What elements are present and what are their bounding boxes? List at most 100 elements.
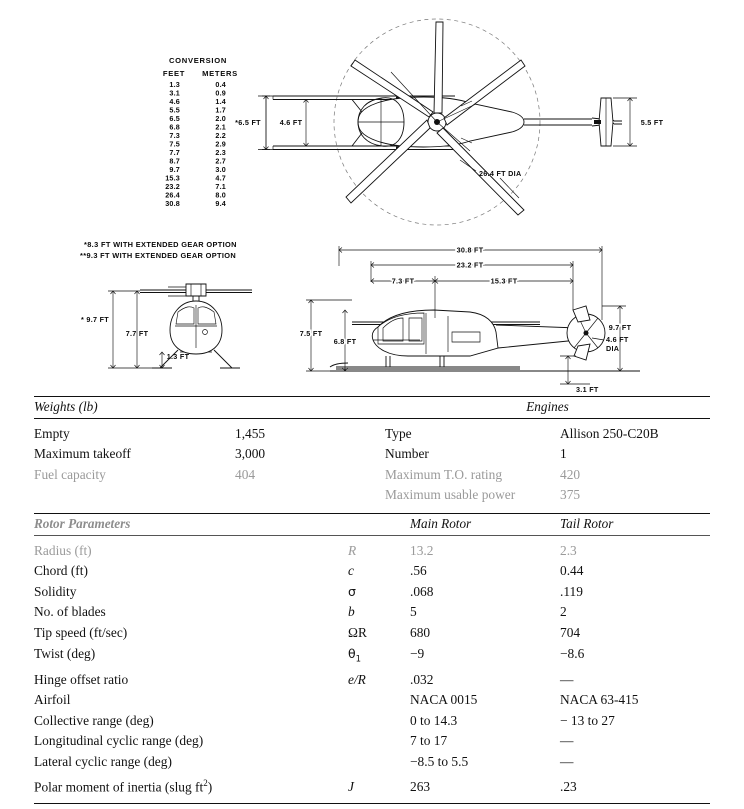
side-view-drawing: 30.8 FT 23.2 FT 7.3 FT 15.3 FT 7.5 FT bbox=[298, 244, 640, 394]
side-window-front bbox=[382, 317, 404, 342]
tail-rotor-shaft bbox=[614, 120, 622, 125]
front-window-right bbox=[197, 306, 217, 325]
rotor-main-4: 680 bbox=[410, 624, 431, 640]
note-line-2: **9.3 FT WITH EXTENDED GEAR OPTION bbox=[80, 251, 236, 260]
side-skid-strut-front bbox=[385, 356, 391, 367]
weights-empty-value bbox=[235, 485, 385, 506]
table-row: Hinge offset ratio e/R .032 — bbox=[34, 670, 710, 691]
side-panel bbox=[451, 331, 481, 343]
dim-leader-46dia bbox=[591, 337, 605, 341]
top-view-drawing: *6.5 FT 4.6 FT 5.5 FT 26.4 FT DIA bbox=[235, 18, 663, 226]
conversion-feet-13: 26.4 bbox=[165, 191, 180, 200]
rotor-main-3: 5 bbox=[410, 604, 417, 620]
conversion-meters-1: 0.9 bbox=[215, 89, 226, 98]
dim-side-tail-height: 9.7 FT bbox=[602, 305, 633, 372]
rotor-tail-1: 0.44 bbox=[560, 563, 584, 579]
dim-label-mast-to-tail: 15.3 FT bbox=[491, 277, 518, 286]
engines-label-1: Number bbox=[385, 446, 429, 462]
rotor-tail-0: 2.3 bbox=[560, 542, 577, 558]
front-rotor-grip bbox=[168, 286, 186, 297]
conversion-feet-8: 7.7 bbox=[169, 148, 180, 157]
dim-side-overall-length: 30.8 FT bbox=[338, 244, 603, 320]
weights-value-1: 3,000 bbox=[235, 446, 266, 462]
conversion-feet-1: 3.1 bbox=[169, 89, 180, 98]
conversion-meters-5: 2.1 bbox=[215, 123, 226, 132]
rotor-label-11: Polar moment of inertia (slug ft2) bbox=[34, 777, 213, 795]
table-row: No. of blades b 5 2 bbox=[34, 602, 710, 623]
dim-label-overall-length: 30.8 FT bbox=[457, 246, 484, 255]
rotor-symbol-4: ΩR bbox=[348, 624, 367, 640]
rotor-main-7: NACA 0015 bbox=[410, 692, 478, 708]
specifications-table: Weights (lb) Engines Empty 1,455 Type Al… bbox=[0, 396, 744, 809]
front-rotor-hub bbox=[185, 283, 207, 297]
conversion-meters-0: 0.4 bbox=[215, 80, 226, 89]
front-window-frames bbox=[175, 305, 217, 348]
rotor-symbol-9 bbox=[348, 731, 410, 752]
conversion-meters-13: 8.0 bbox=[215, 191, 226, 200]
dim-leader-264-upper bbox=[459, 159, 477, 172]
rotor-symbol-5: θ1 bbox=[348, 645, 362, 665]
dim-extension-232 bbox=[370, 261, 574, 310]
conversion-feet-7: 7.5 bbox=[169, 140, 180, 149]
rotor-main-5: −9 bbox=[410, 645, 425, 661]
dim-extension-97f bbox=[108, 290, 152, 369]
main-rotor-blades bbox=[345, 21, 526, 216]
rotor-tail-5: −8.6 bbox=[560, 645, 585, 661]
dim-label-fuselage-length: 23.2 FT bbox=[457, 261, 484, 270]
rotor-symbol-11: J bbox=[348, 779, 354, 795]
rotor-label-2: Solidity bbox=[34, 583, 77, 599]
rotor-label-10: Lateral cyclic range (deg) bbox=[34, 754, 172, 769]
dim-side-cabin-height: 6.8 FT bbox=[332, 309, 358, 372]
skid-crosstube-rear bbox=[351, 99, 363, 147]
dim-extension-97s bbox=[602, 305, 626, 372]
rotor-symbol-3: b bbox=[348, 604, 355, 620]
rotor-blade-2 bbox=[443, 59, 526, 126]
conversion-col-meters: METERS bbox=[202, 69, 238, 78]
conversion-col-feet: FEET bbox=[163, 69, 185, 78]
dim-label-skid-inner: 4.6 FT bbox=[280, 118, 303, 127]
table-row: Lateral cyclic range (deg) −8.5 to 5.5 — bbox=[34, 752, 710, 773]
side-door-frames bbox=[425, 313, 449, 354]
front-view-drawing: * 9.7 FT 7.7 FT 1.3 FT bbox=[81, 283, 252, 369]
rotor-label-3: No. of blades bbox=[34, 604, 106, 620]
rotor-label-5: Twist (deg) bbox=[34, 645, 96, 661]
side-skid-strut-rear bbox=[439, 356, 445, 367]
side-tailboom bbox=[495, 324, 579, 349]
rotor-section-header-row: Rotor Parameters Main Rotor Tail Rotor bbox=[34, 513, 710, 535]
dim-arrows-13 bbox=[159, 351, 165, 369]
dim-tail-span: 5.5 FT bbox=[613, 97, 663, 147]
rotor-main-0: 13.2 bbox=[410, 542, 434, 558]
rotor-rule-row bbox=[34, 535, 710, 541]
rotor-col-tail-header: Tail Rotor bbox=[560, 515, 614, 531]
rotor-symbol-6: e/R bbox=[348, 671, 366, 687]
conversion-feet-9: 8.7 bbox=[169, 157, 180, 166]
dim-label-total-height: 7.5 FT bbox=[300, 329, 323, 338]
conversion-meters-10: 3.0 bbox=[215, 165, 226, 174]
dim-skid-inner: 4.6 FT bbox=[280, 98, 313, 147]
dim-side-stations: 7.3 FT 15.3 FT bbox=[370, 275, 574, 318]
front-detail-circle bbox=[202, 329, 208, 335]
dim-label-rotor-dia: 26.4 FT DIA bbox=[479, 169, 521, 178]
vertical-fin-upper bbox=[572, 305, 591, 323]
table-bottom-rule bbox=[34, 803, 710, 809]
dim-label-tail-rotor-dia-line1: 4.6 FT bbox=[606, 335, 629, 344]
dim-side-total-height: 7.5 FT bbox=[298, 299, 352, 372]
rotor-blade-5 bbox=[350, 59, 434, 118]
conversion-feet-14: 30.8 bbox=[165, 199, 180, 208]
rotor-main-2: .068 bbox=[410, 583, 434, 599]
rotor-header-symbol-cell bbox=[348, 513, 410, 535]
table-row: Chord (ft) c .56 0.44 bbox=[34, 561, 710, 582]
table-row: Polar moment of inertia (slug ft2) J 263… bbox=[34, 773, 710, 798]
dim-label-skid-outer: *6.5 FT bbox=[235, 118, 261, 127]
side-window-rear bbox=[408, 317, 423, 342]
dim-label-ground-clearance: 3.1 FT bbox=[576, 385, 599, 394]
conversion-meters-7: 2.9 bbox=[215, 140, 226, 149]
table-row: Collective range (deg) 0 to 14.3 − 13 to… bbox=[34, 711, 710, 732]
dim-label-front-skid-width: 1.3 FT bbox=[167, 352, 190, 361]
rotor-main-10: −8.5 to 5.5 bbox=[410, 754, 469, 769]
dim-rotor-diameter: 26.4 FT DIA bbox=[459, 159, 521, 199]
table-row: Airfoil NACA 0015 NACA 63-415 bbox=[34, 690, 710, 711]
dim-extension-75 bbox=[306, 299, 352, 372]
rotor-tail-10: — bbox=[560, 754, 574, 769]
weights-label-0: Empty bbox=[34, 425, 70, 441]
